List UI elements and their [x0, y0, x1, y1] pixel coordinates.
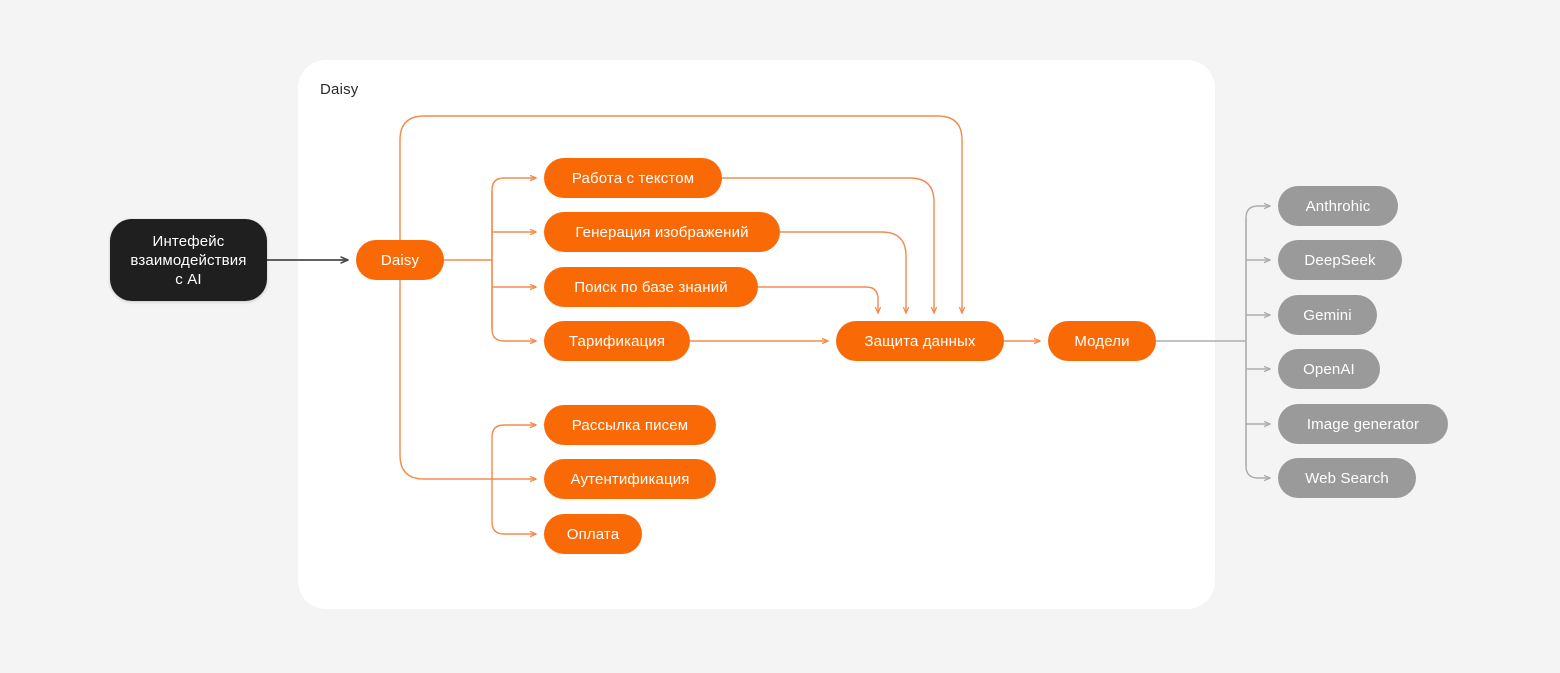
entry-node-line3: с AI	[175, 270, 202, 288]
provider-node-image-generator[interactable]: Image generator	[1278, 404, 1448, 444]
provider-node-openai[interactable]: OpenAI	[1278, 349, 1380, 389]
container-label: Daisy	[320, 81, 359, 98]
capability-node-billing[interactable]: Тарификация	[544, 321, 690, 361]
root-node-daisy[interactable]: Daisy	[356, 240, 444, 280]
entry-node-line1: Интефейс	[152, 232, 225, 250]
capability-node-knowledge-search[interactable]: Поиск по базе знаний	[544, 267, 758, 307]
service-node-email[interactable]: Рассылка писем	[544, 405, 716, 445]
service-node-authentication[interactable]: Аутентификация	[544, 459, 716, 499]
entry-node-line2: взаимодействия	[130, 251, 247, 269]
pipeline-node-models[interactable]: Модели	[1048, 321, 1156, 361]
provider-node-anthrohic[interactable]: Anthrohic	[1278, 186, 1398, 226]
provider-node-web-search[interactable]: Web Search	[1278, 458, 1416, 498]
provider-node-deepseek[interactable]: DeepSeek	[1278, 240, 1402, 280]
service-node-payment[interactable]: Оплата	[544, 514, 642, 554]
provider-node-gemini[interactable]: Gemini	[1278, 295, 1377, 335]
pipeline-node-data-protection[interactable]: Защита данных	[836, 321, 1004, 361]
entry-node-ai-interface[interactable]: Интефейс взаимодействия с AI	[110, 219, 267, 301]
capability-node-text[interactable]: Работа с текстом	[544, 158, 722, 198]
capability-node-image-generation[interactable]: Генерация изображений	[544, 212, 780, 252]
